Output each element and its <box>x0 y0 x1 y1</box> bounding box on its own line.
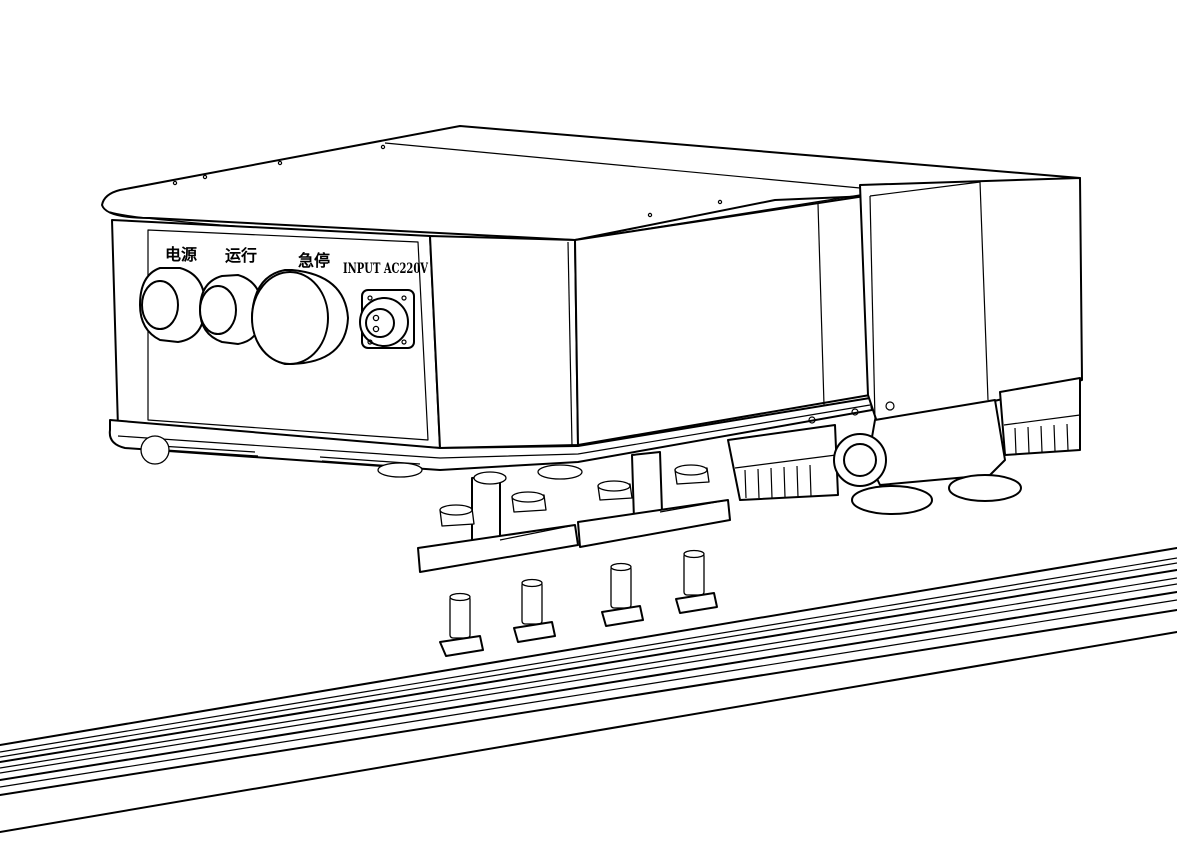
hex-bolt <box>597 480 633 501</box>
power-indicator-lamp <box>139 267 206 343</box>
hex-bolt <box>439 504 475 527</box>
ac-input-connector <box>359 289 415 349</box>
hex-bolt <box>511 491 547 513</box>
hex-bolt <box>674 464 710 485</box>
input-voltage-label: INPUT AC220V <box>343 261 428 277</box>
drive-wheel <box>808 399 1022 515</box>
emergency-stop-button <box>251 269 349 365</box>
estop-label: 急停 <box>298 251 330 270</box>
heatsink-fins-left <box>727 424 839 501</box>
power-label: 电源 <box>165 245 197 264</box>
t-bolt <box>513 578 556 643</box>
front-control-panel: 电源 运行 急停 INPUT AC220V <box>139 245 428 365</box>
aluminum-rail <box>0 547 1177 833</box>
run-label: 运行 <box>225 246 257 265</box>
motor-module <box>727 177 1083 515</box>
mounting-bracket-right <box>577 451 731 548</box>
t-bolt <box>675 549 718 614</box>
mounting-bracket-left <box>417 471 579 573</box>
t-bolt <box>439 592 484 657</box>
run-indicator-lamp <box>199 274 263 345</box>
heatsink-fins-right <box>999 377 1081 456</box>
t-bolt <box>601 562 644 627</box>
